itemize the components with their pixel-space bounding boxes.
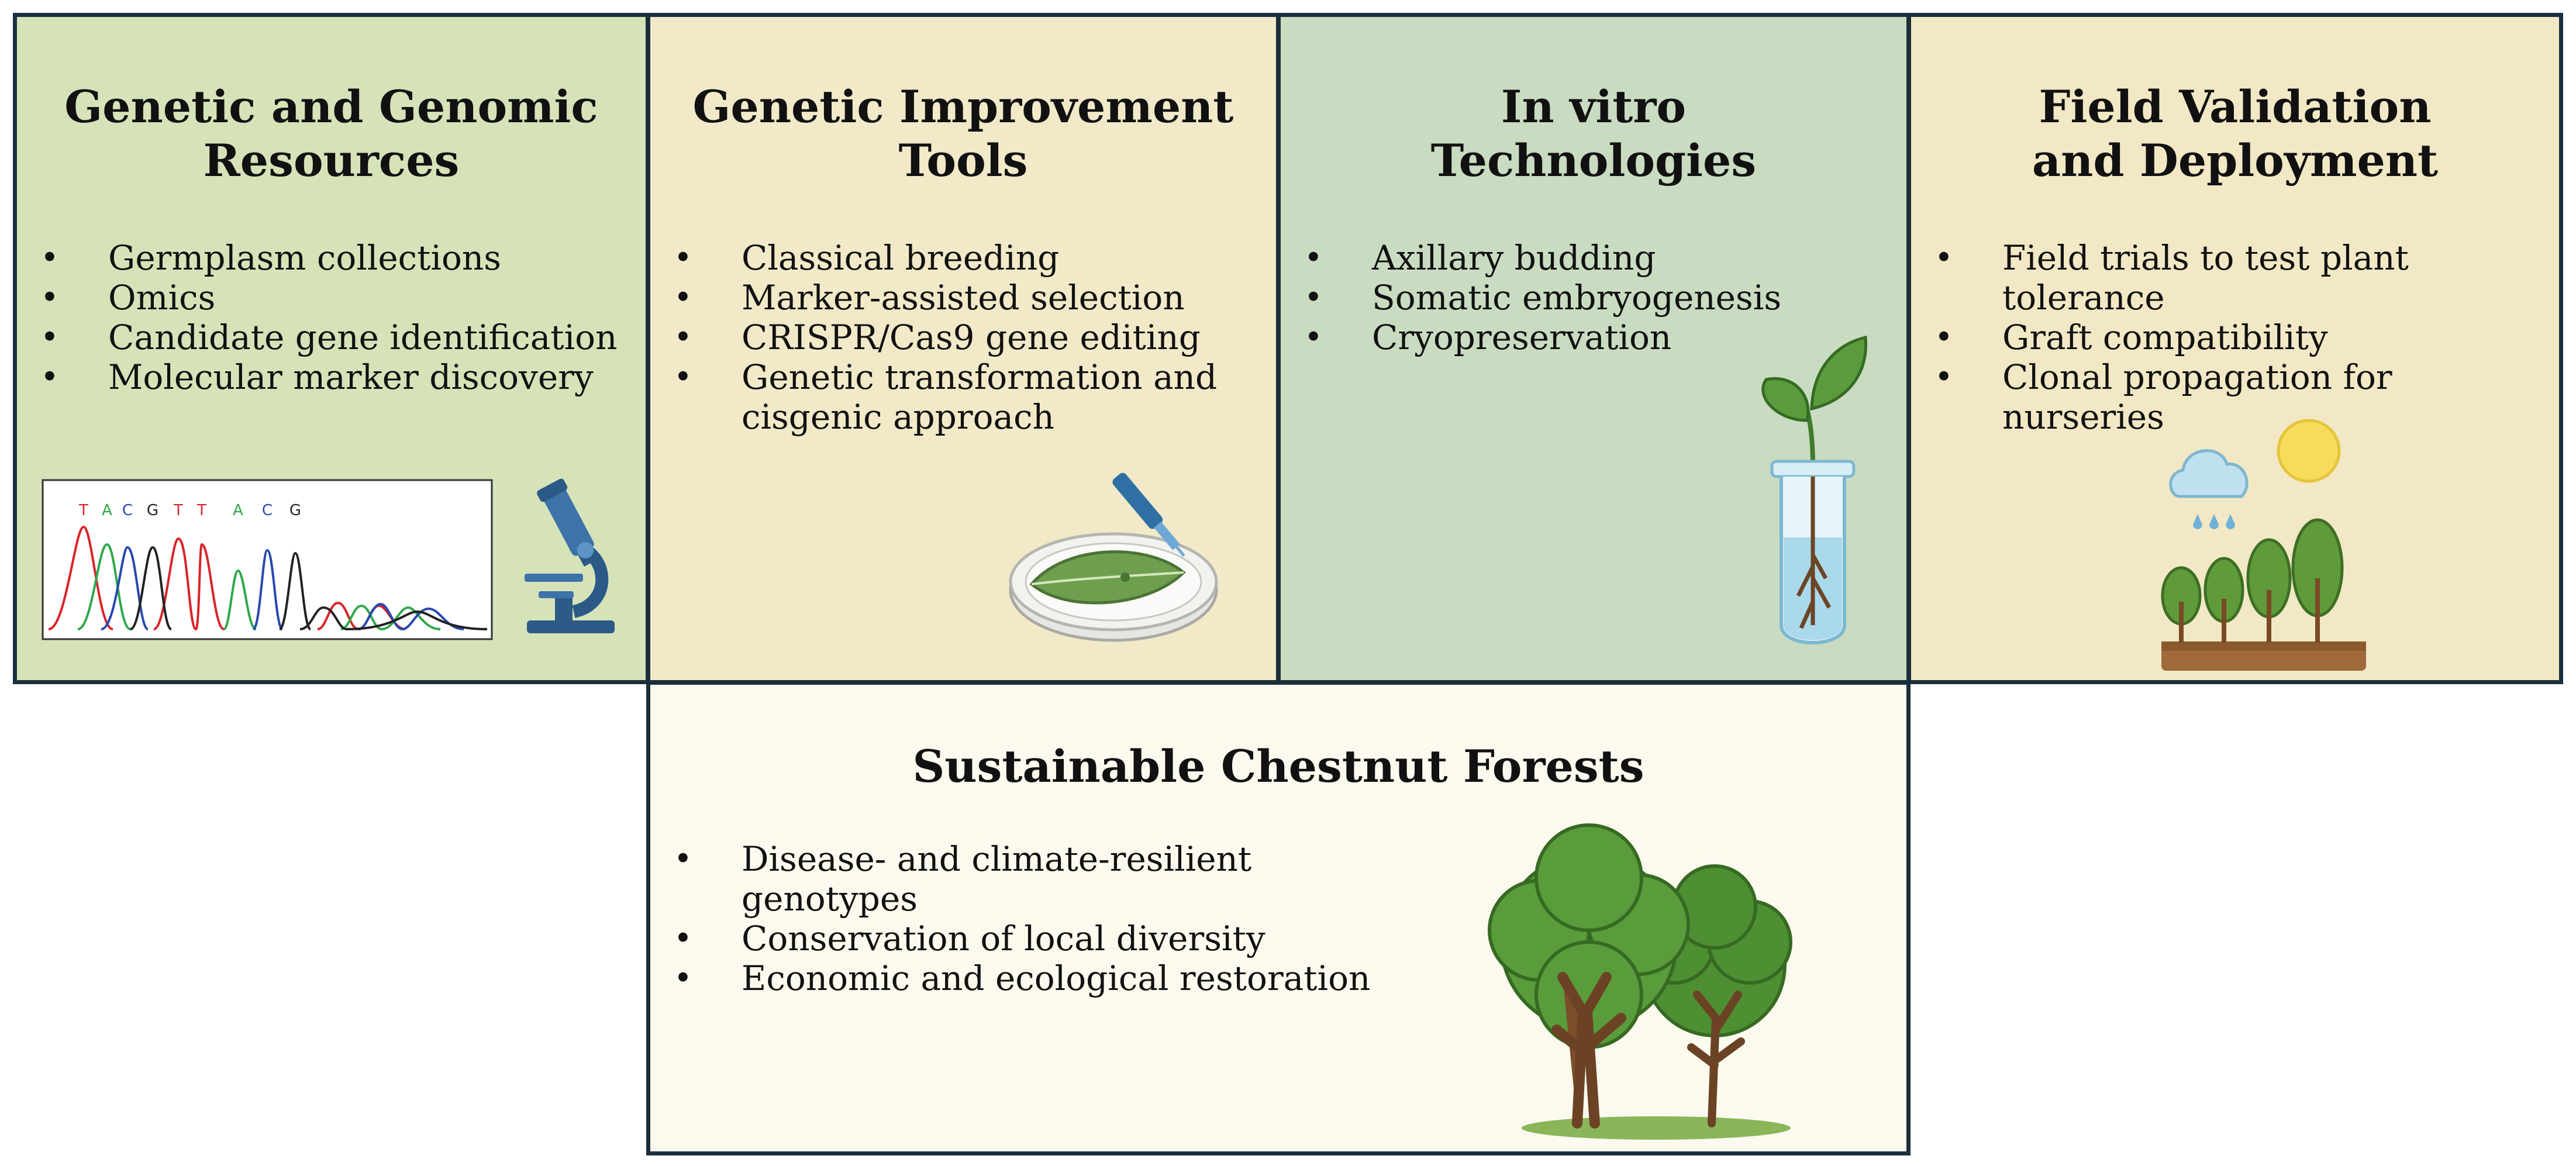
base-letter: T (196, 502, 206, 519)
list-item: Genetic transformation and cisgenic appr… (667, 357, 1275, 437)
list-item: CRISPR/Cas9 gene editing (667, 318, 1275, 357)
list-item: Disease- and climate-resilient genotypes (667, 839, 1427, 919)
dna-chromatogram-image: T A C G T T A C G (42, 479, 493, 640)
panel-title: Field Validation and Deployment (2032, 81, 2439, 187)
panel-field-validation-deployment: Field Validation and Deployment Field tr… (1907, 13, 2563, 684)
base-letter: C (262, 502, 273, 519)
list-item: Axillary budding (1297, 238, 1905, 278)
base-letter: G (147, 502, 158, 519)
list-item: Marker-assisted selection (667, 278, 1275, 318)
list-item: Conservation of local diversity (667, 919, 1427, 958)
panel-genetic-improvement-tools: Genetic Improvement Tools Classical bree… (646, 13, 1280, 684)
panel-title: Sustainable Chestnut Forests (912, 740, 1644, 792)
bullet-list: Germplasm collections Omics Candidate ge… (33, 238, 642, 397)
list-item: Molecular marker discovery (33, 357, 642, 397)
list-item: Somatic embryogenesis (1297, 278, 1905, 318)
base-letter: C (122, 502, 133, 519)
list-item: Cryopreservation (1297, 318, 1905, 357)
bullet-list: Disease- and climate-resilient genotypes… (667, 839, 1427, 998)
list-item: Economic and ecological restoration (667, 958, 1427, 998)
petri-dish-leaf-dropper-icon (1009, 472, 1218, 642)
base-letter: T (78, 502, 88, 519)
chestnut-trees-icon (1488, 823, 1792, 1140)
base-letter: A (102, 502, 112, 519)
microscope-icon (525, 478, 615, 633)
list-item: Classical breeding (667, 238, 1275, 278)
panel-sustainable-chestnut-forests: Sustainable Chestnut Forests Disease- an… (646, 681, 1911, 1155)
list-item: Field trials to test plant tolerance (1927, 238, 2442, 318)
panel-title: In vitro Technologies (1430, 81, 1757, 187)
list-item: Omics (33, 278, 642, 318)
bullet-list: Classical breeding Marker-assisted selec… (667, 238, 1275, 437)
test-tube-plantlet-icon (1761, 335, 1867, 644)
base-letter: G (289, 502, 301, 519)
panel-title: Genetic and Genomic Resources (64, 81, 598, 187)
panel-title: Genetic Improvement Tools (692, 81, 1234, 187)
panel-genetic-genomic-resources: Genetic and Genomic Resources Germplasm … (13, 13, 650, 684)
list-item: Graft compatibility (1927, 318, 2442, 357)
base-letter: A (233, 502, 243, 519)
list-item: Candidate gene identification (33, 318, 642, 357)
panel-in-vitro-technologies: In vitro Technologies Axillary budding S… (1277, 13, 1911, 684)
base-letter: T (173, 502, 183, 519)
bullet-list: Axillary budding Somatic embryogenesis C… (1297, 238, 1905, 357)
bullet-list: Field trials to test plant tolerance Gra… (1927, 238, 2442, 437)
list-item: Clonal propagation for nurseries (1927, 357, 2442, 437)
list-item: Germplasm collections (33, 238, 642, 278)
sun-cloud-rain-trees-icon (2161, 419, 2366, 671)
